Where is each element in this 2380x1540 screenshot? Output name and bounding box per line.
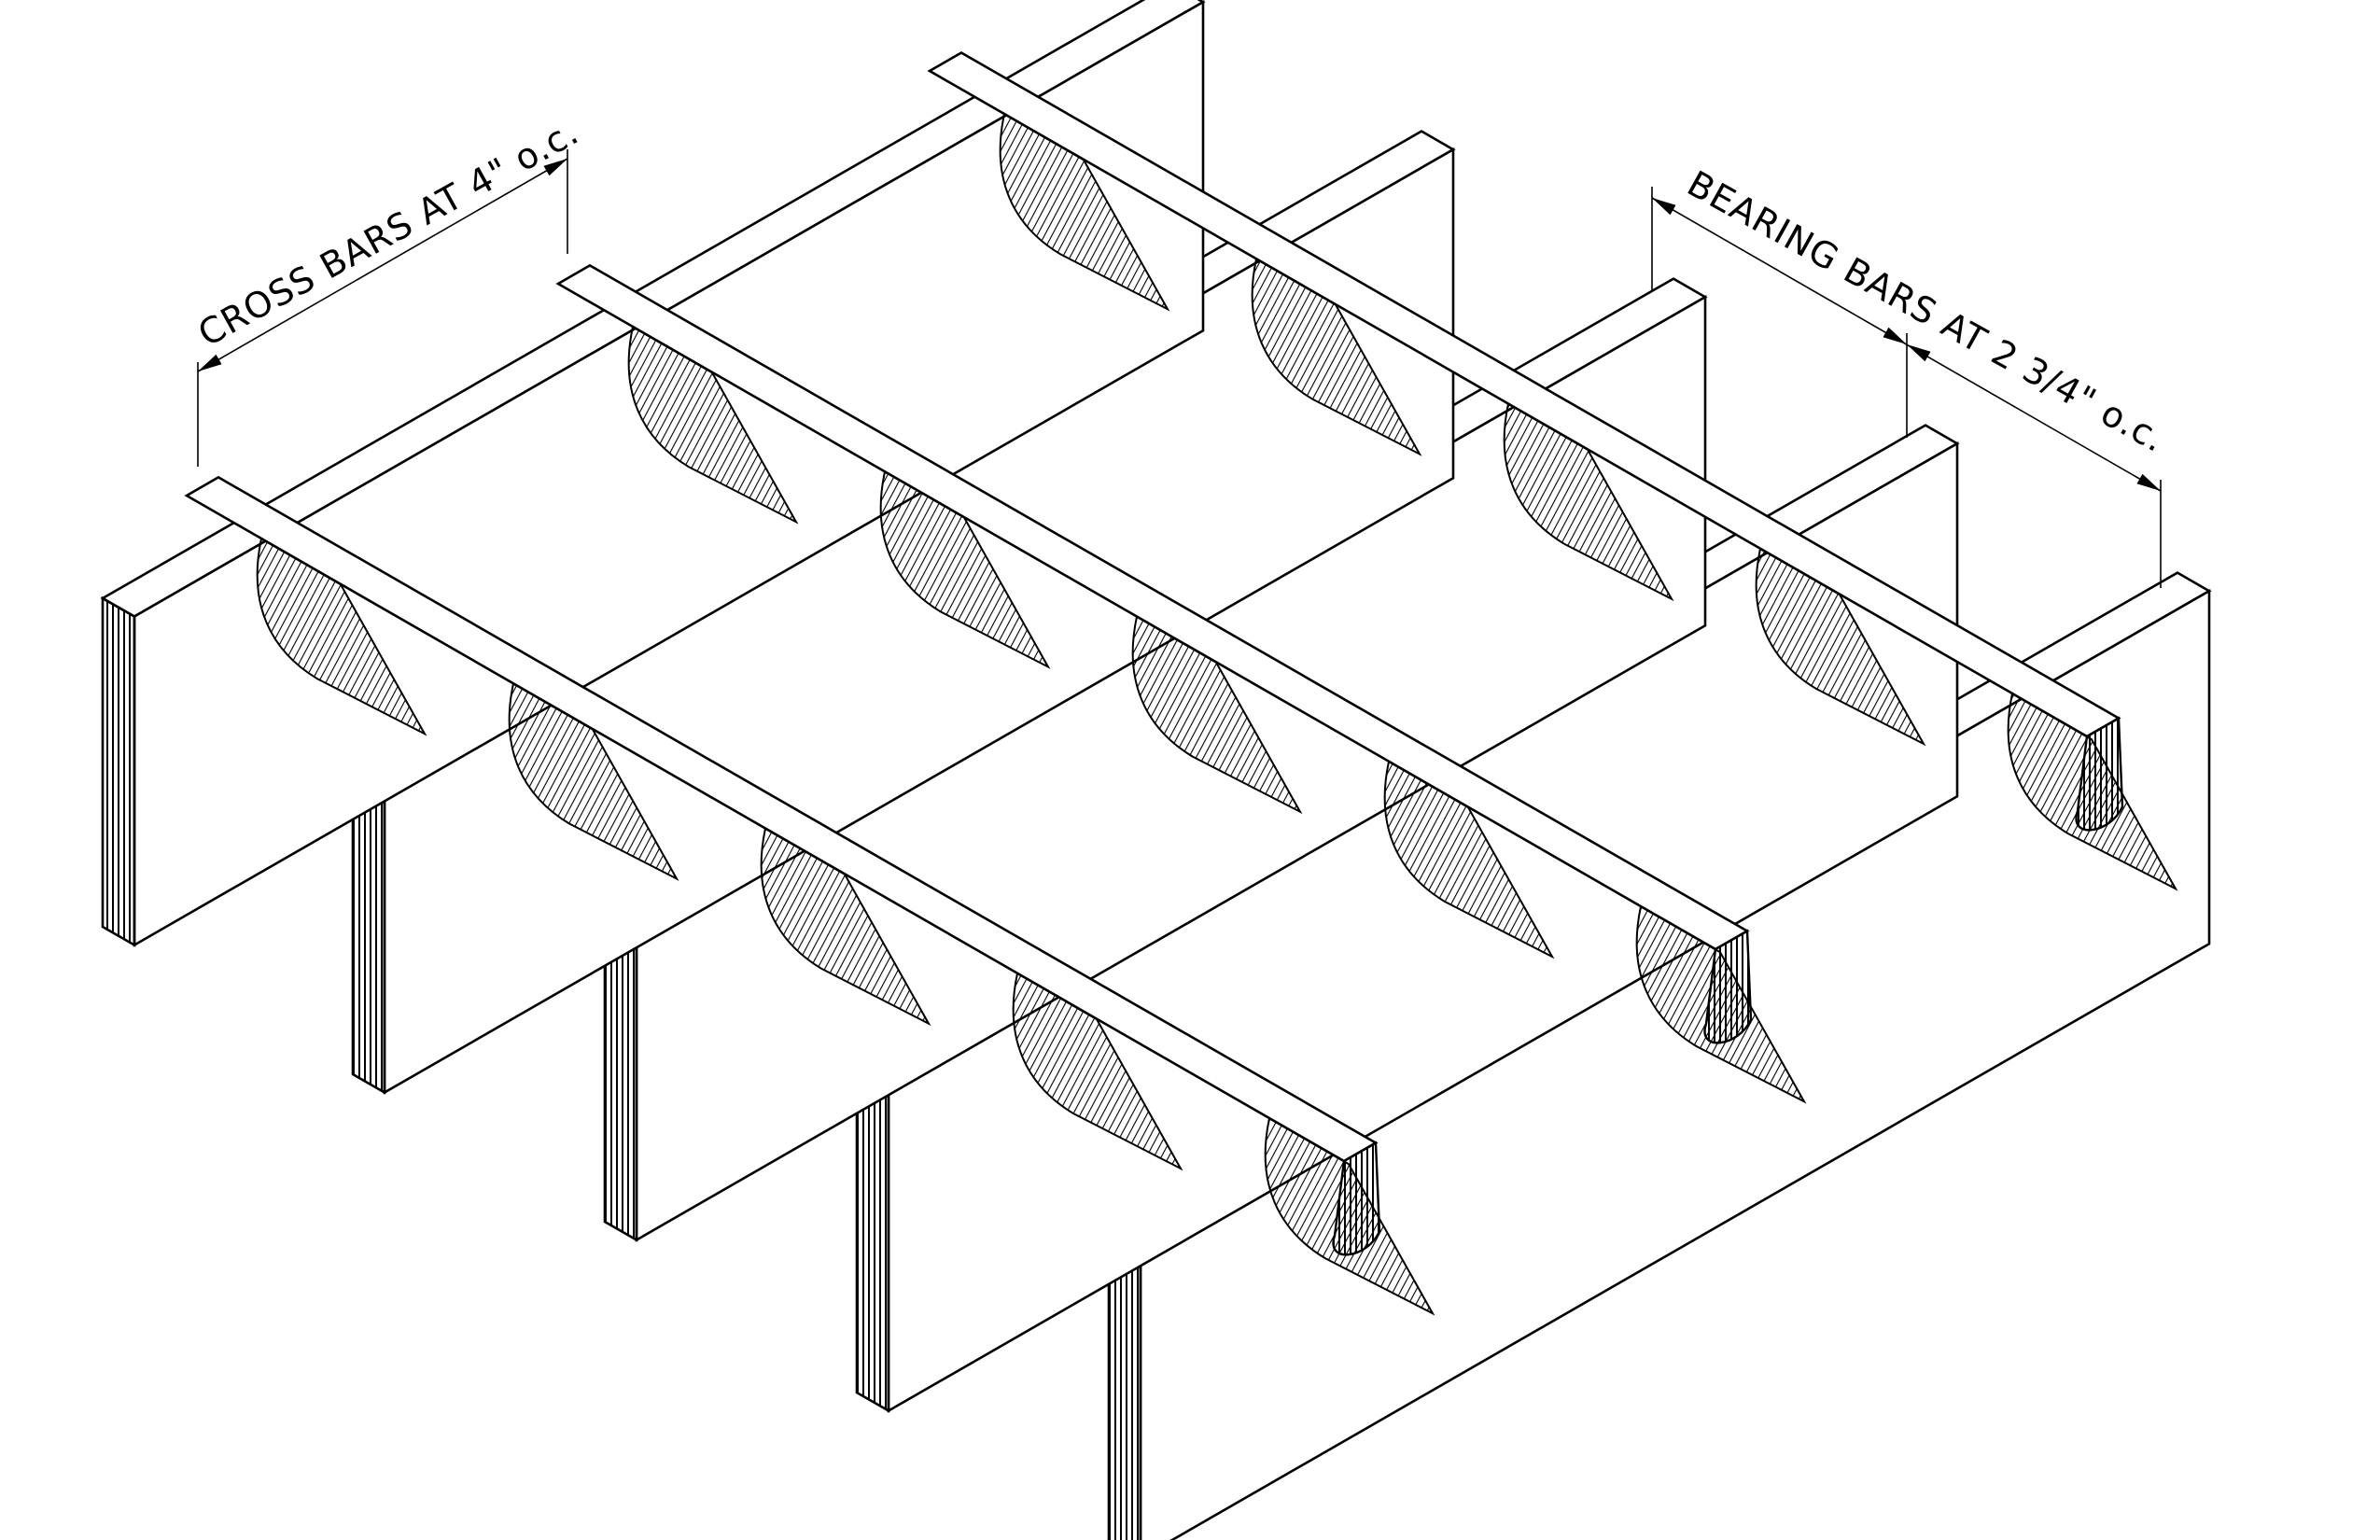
cross-bar [184,475,1435,1316]
cross-bar [555,263,1807,1104]
cross-bar [927,51,2178,891]
dimension-lines [197,149,2162,588]
cross-bars [184,51,2178,1316]
cross-bars-callout: CROSS BARS AT 4" o.c. [191,111,585,355]
bearing-bars-callout: BEARING BARS AT 2 3/4" o.c. [1681,162,2173,460]
